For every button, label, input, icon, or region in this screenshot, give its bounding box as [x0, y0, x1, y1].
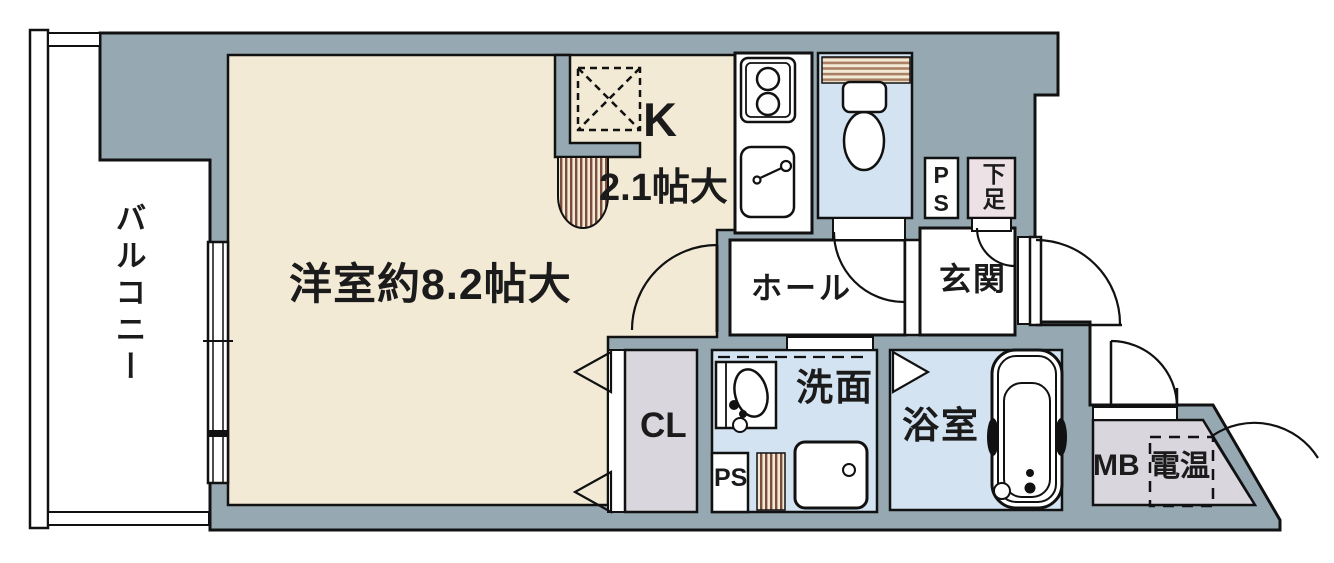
entrance-floor: [918, 226, 1017, 337]
water-heater-label: 電温: [1150, 450, 1210, 483]
bathroom-label: 浴室: [902, 405, 980, 446]
washbasin-bowl: [733, 368, 769, 418]
stove-burner-2: [755, 91, 781, 117]
washbasin-tap-2: [739, 410, 747, 418]
hall-label: ホール: [751, 271, 853, 306]
mb-slant-door-leaf: [1210, 435, 1252, 498]
shoe-box-door: [971, 217, 1012, 232]
sink: [739, 145, 796, 219]
balcony-rail-bottom: [47, 511, 210, 526]
bathtub-drain-1: [1026, 469, 1034, 477]
bathtub-grip-left: [987, 418, 999, 456]
bathtub-bowl: [1003, 382, 1051, 498]
toilet-threshold: [832, 217, 906, 241]
kitchen-wall: [553, 53, 642, 159]
water-heater-dashed: [1148, 435, 1215, 508]
living-door-arc: [630, 243, 718, 331]
entrance-door-leaf: [1028, 235, 1043, 327]
toilet-bowl: [842, 110, 886, 172]
ps-top-box: [923, 156, 960, 220]
mb-threshold: [1092, 406, 1178, 421]
washing-machine-pan: [793, 440, 869, 510]
balcony-label: バルコニー: [110, 202, 146, 387]
shoe-box-label: 下足: [979, 162, 1006, 212]
washbasin-tap-1: [729, 400, 739, 410]
washroom-hatch: [756, 452, 786, 511]
pipe-space-top-label: PS: [928, 162, 955, 218]
toilet-tank: [841, 80, 888, 114]
pipe-space-bottom-label: PS: [714, 464, 748, 492]
faucet: [752, 159, 793, 185]
closet-door-triangle-top: [572, 350, 613, 394]
window-living-balcony: [203, 240, 233, 485]
entrance-label: 玄関: [939, 261, 1008, 297]
bathtub-grip-right: [1055, 418, 1067, 456]
balcony-rail-left: [28, 28, 50, 530]
stove-burner-1: [755, 66, 781, 92]
mb-slant-door-arc: [1211, 421, 1319, 459]
stove-inner: [745, 62, 791, 118]
kitchen-hatch-arch: [557, 156, 609, 229]
entrance-step-divider: [903, 238, 922, 337]
living-room-label: 洋室約8.2帖大: [289, 261, 572, 309]
mb-door-arc: [1110, 339, 1179, 408]
washbasin-drain: [732, 417, 748, 433]
ps-bottom-box: [710, 451, 750, 514]
closet-floor: [623, 348, 699, 514]
shoe-box: [966, 156, 1017, 220]
toilet-shelf-hatch: [821, 56, 911, 84]
closet-label: CL: [640, 406, 687, 445]
kitchen-label: K: [643, 93, 677, 146]
entrance-door-arc: [1035, 238, 1122, 325]
hall-washroom-opening: [786, 336, 874, 351]
meter-box-label: MB: [1093, 449, 1140, 482]
bathroom-door-triangle: [891, 350, 931, 394]
balcony-rail-top: [47, 32, 101, 47]
closet-door-triangle-bottom: [572, 470, 613, 514]
toilet-door-arc: [832, 231, 905, 304]
fridge-space-dashed: [576, 66, 642, 132]
bathtub-drain-2: [1024, 482, 1036, 494]
washing-machine-drain: [842, 463, 856, 477]
washroom-label: 洗面: [796, 367, 874, 408]
kitchen-size-label: 2.1帖大: [599, 167, 728, 209]
shoe-cabinet-door-arc: [975, 227, 1016, 268]
bathtub-faucet: [993, 482, 1011, 500]
